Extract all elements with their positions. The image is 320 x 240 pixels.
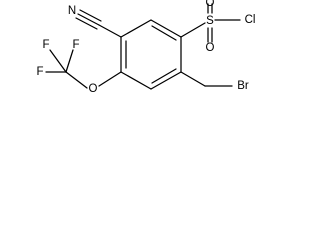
atom-label-sulfonyl-o-top: O	[206, 0, 215, 9]
cf3-to-f-top-right-bond	[65, 49, 74, 73]
benzene-ring	[120, 19, 182, 90]
cf3-to-f-top-left-bond	[49, 49, 67, 73]
ring-to-sulfur-bond	[180, 22, 206, 38]
ring-double-bond-2	[151, 68, 177, 84]
oxygen-to-cf3-bond	[65, 71, 88, 89]
nitrile-triple-bond-a	[77, 13, 100, 26]
atom-label-sulfonyl-o-bottom: O	[206, 42, 215, 54]
bromomethyl-group	[180, 71, 233, 87]
ring-bond-4	[120, 71, 152, 90]
atom-label-fluoro-top-left: F	[42, 39, 49, 51]
sulfonyl-chloride-group	[180, 3, 241, 43]
ring-bond-1	[150, 19, 182, 38]
atom-label-ether-oxygen: O	[89, 83, 98, 95]
atom-label-chlorine: Cl	[245, 14, 256, 26]
atom-label-bromine: Br	[237, 80, 249, 92]
ring-to-ch2-bond	[180, 71, 206, 87]
atom-label-sulfur: S	[206, 15, 214, 27]
atom-label-nitrile-n: N	[68, 5, 76, 17]
nitrile-single-bond	[98, 24, 122, 38]
ring-bond-6	[120, 19, 152, 38]
atom-label-fluoro-top-right: F	[72, 39, 79, 51]
atom-labels: N O S Cl O F F F O Br	[36, 0, 255, 95]
ring-double-bond-1	[151, 25, 177, 41]
trifluoromethoxy-group	[45, 49, 122, 89]
atom-label-fluoro-left: F	[36, 66, 43, 78]
nitrile-group	[75, 9, 122, 38]
nitrile-triple-bond-b	[79, 9, 102, 22]
nitrile-triple-bond-c	[75, 17, 98, 30]
ring-bond-3	[150, 71, 182, 90]
ring-to-oxygen-bond	[98, 71, 122, 87]
structure-canvas: N O S Cl O F F F O Br	[0, 0, 262, 132]
molecule-structure: N O S Cl O F F F O Br	[36, 0, 255, 95]
